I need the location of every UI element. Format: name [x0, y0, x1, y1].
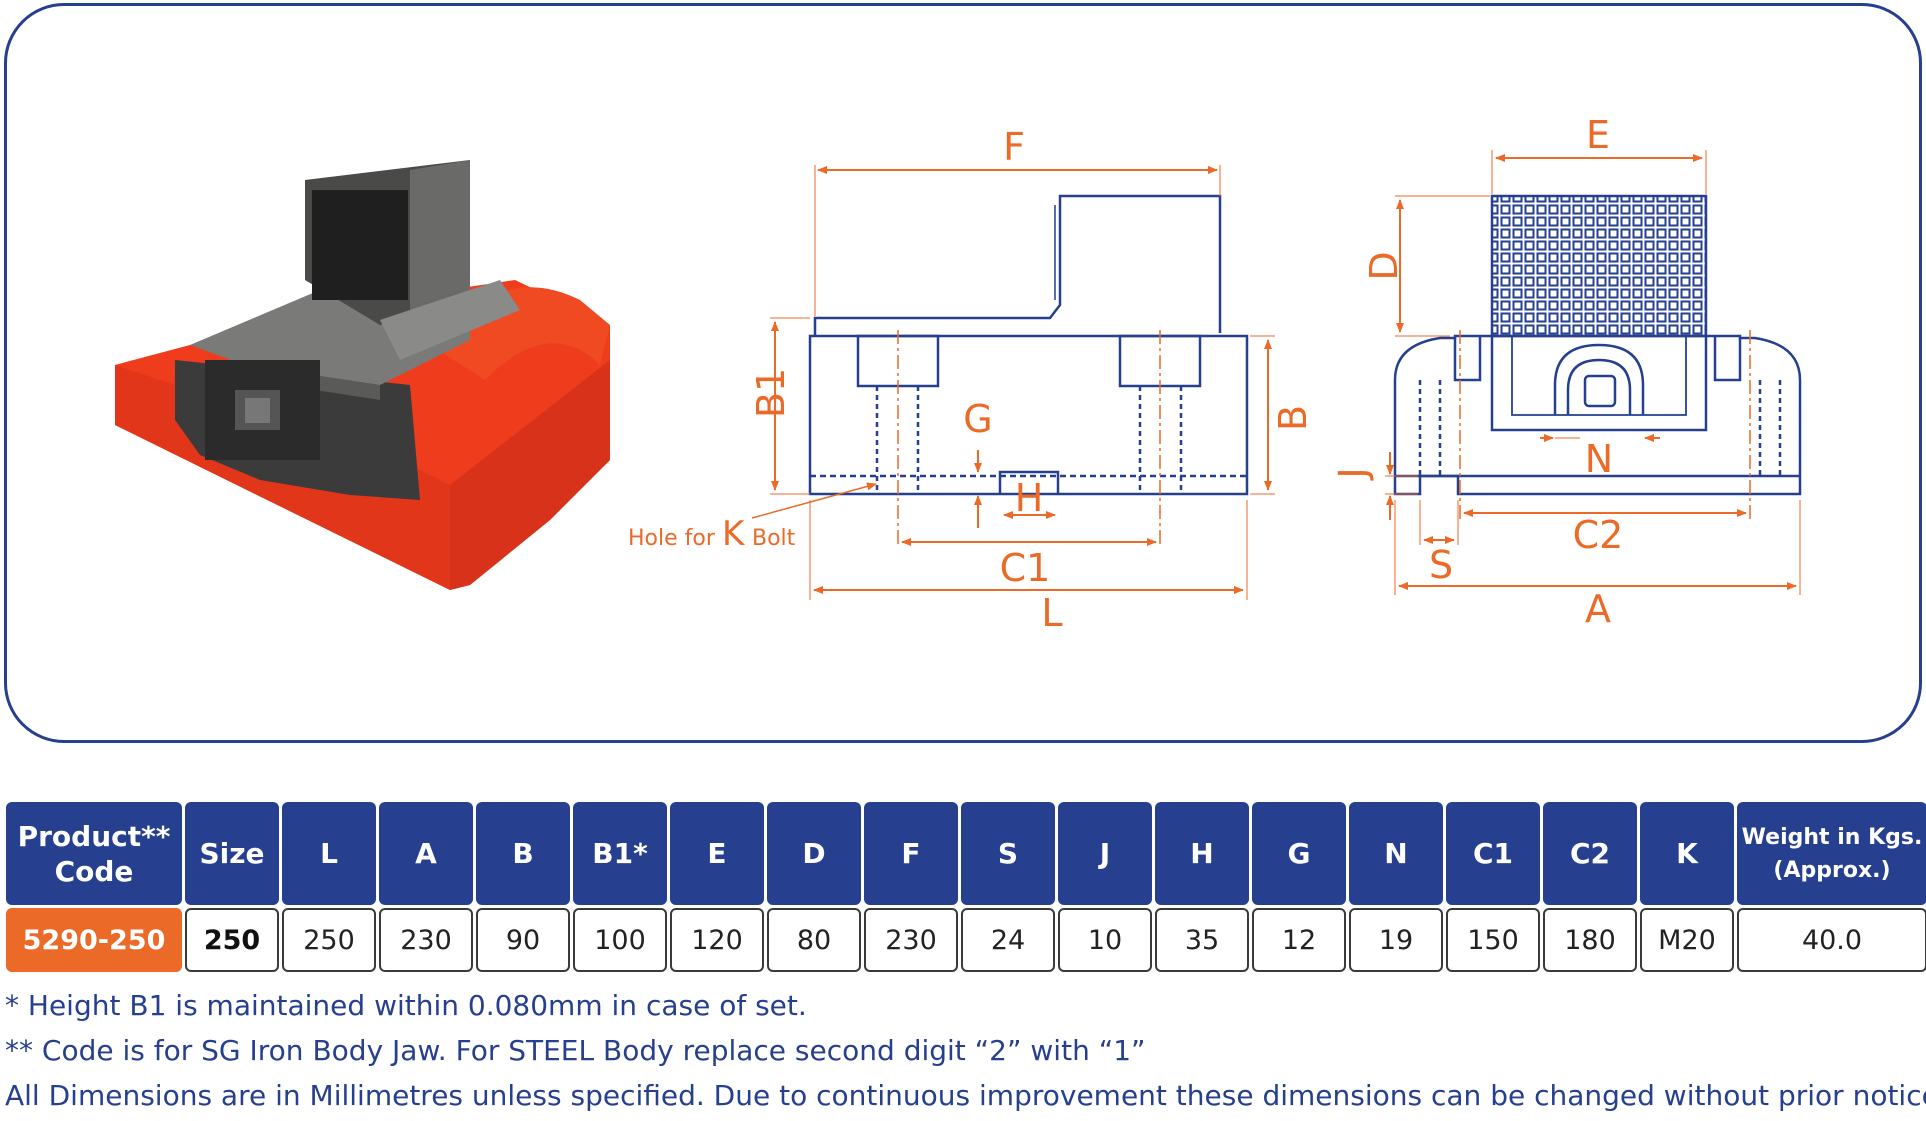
dim-N: N: [1585, 437, 1613, 481]
table-row: 5290-250 250 250 230 90 100 120 80 230 2…: [6, 908, 1926, 972]
dim-C2: C2: [1573, 513, 1624, 557]
table-cell: 150: [1446, 908, 1540, 972]
table-cell: 24: [961, 908, 1055, 972]
spec-table: Product** Code Size L A B B1* E D F S J …: [3, 799, 1926, 975]
col-header: Weight in Kgs. (Approx.): [1737, 802, 1926, 905]
table-cell: 35: [1155, 908, 1249, 972]
table-cell: 100: [573, 908, 667, 972]
dim-S: S: [1429, 543, 1453, 587]
product-code-cell: 5290-250: [6, 908, 182, 972]
dim-G: G: [963, 397, 992, 441]
table-cell: 250: [282, 908, 376, 972]
table-cell: 80: [767, 908, 861, 972]
table-cell: 90: [476, 908, 570, 972]
dim-A: A: [1585, 587, 1611, 631]
col-header: F: [864, 802, 958, 905]
end-view: [1393, 194, 1802, 496]
technical-drawing: F B1 B G H C1 L E D N J S C2 A Hole for …: [628, 113, 1802, 635]
hole-label: Hole for K Bolt: [628, 514, 796, 554]
col-header: L: [282, 802, 376, 905]
col-header: A: [379, 802, 473, 905]
svg-text:Hole for: Hole for: [628, 526, 716, 551]
col-header: K: [1640, 802, 1734, 905]
col-header: C2: [1543, 802, 1637, 905]
table-cell: M20: [1640, 908, 1734, 972]
dim-J: J: [1331, 467, 1375, 480]
table-cell: 230: [864, 908, 958, 972]
table-cell: 40.0: [1737, 908, 1926, 972]
table-cell: 10: [1058, 908, 1152, 972]
dim-E: E: [1586, 113, 1610, 157]
end-view-dimensions: [1385, 150, 1801, 595]
footnotes: * Height B1 is maintained within 0.080mm…: [5, 983, 1926, 1118]
col-header: Size: [185, 802, 279, 905]
side-view: [808, 194, 1249, 496]
grip-grid-top: [312, 190, 408, 300]
col-header: G: [1252, 802, 1346, 905]
product-photo: [115, 160, 610, 590]
dim-D: D: [1362, 251, 1406, 280]
footnote-dimensions: All Dimensions are in Millimetres unless…: [5, 1079, 1926, 1112]
svg-text:Bolt: Bolt: [752, 526, 796, 551]
col-header: Product** Code: [6, 802, 182, 905]
svg-text:K: K: [722, 514, 746, 554]
table-cell: 12: [1252, 908, 1346, 972]
table-cell: 230: [379, 908, 473, 972]
col-header: C1: [1446, 802, 1540, 905]
dim-C1: C1: [1000, 546, 1051, 590]
footnote-code: ** Code is for SG Iron Body Jaw. For STE…: [5, 1034, 1146, 1067]
col-header: B: [476, 802, 570, 905]
footnote-height: * Height B1 is maintained within 0.080mm…: [5, 989, 807, 1022]
col-header: E: [670, 802, 764, 905]
dim-F: F: [1003, 125, 1025, 169]
table-cell: 120: [670, 908, 764, 972]
dim-B: B: [1271, 405, 1315, 431]
col-header: S: [961, 802, 1055, 905]
table-cell: 180: [1543, 908, 1637, 972]
dim-B1: B1: [749, 368, 793, 418]
col-header: B1*: [573, 802, 667, 905]
table-cell: 250: [185, 908, 279, 972]
col-header: N: [1349, 802, 1443, 905]
header-row: Product** Code Size L A B B1* E D F S J …: [6, 802, 1926, 905]
col-header: H: [1155, 802, 1249, 905]
table-cell: 19: [1349, 908, 1443, 972]
side-view-dimensions: [751, 165, 1275, 600]
col-header: D: [767, 802, 861, 905]
dim-H: H: [1015, 476, 1044, 520]
dim-L: L: [1041, 591, 1062, 635]
col-header: J: [1058, 802, 1152, 905]
